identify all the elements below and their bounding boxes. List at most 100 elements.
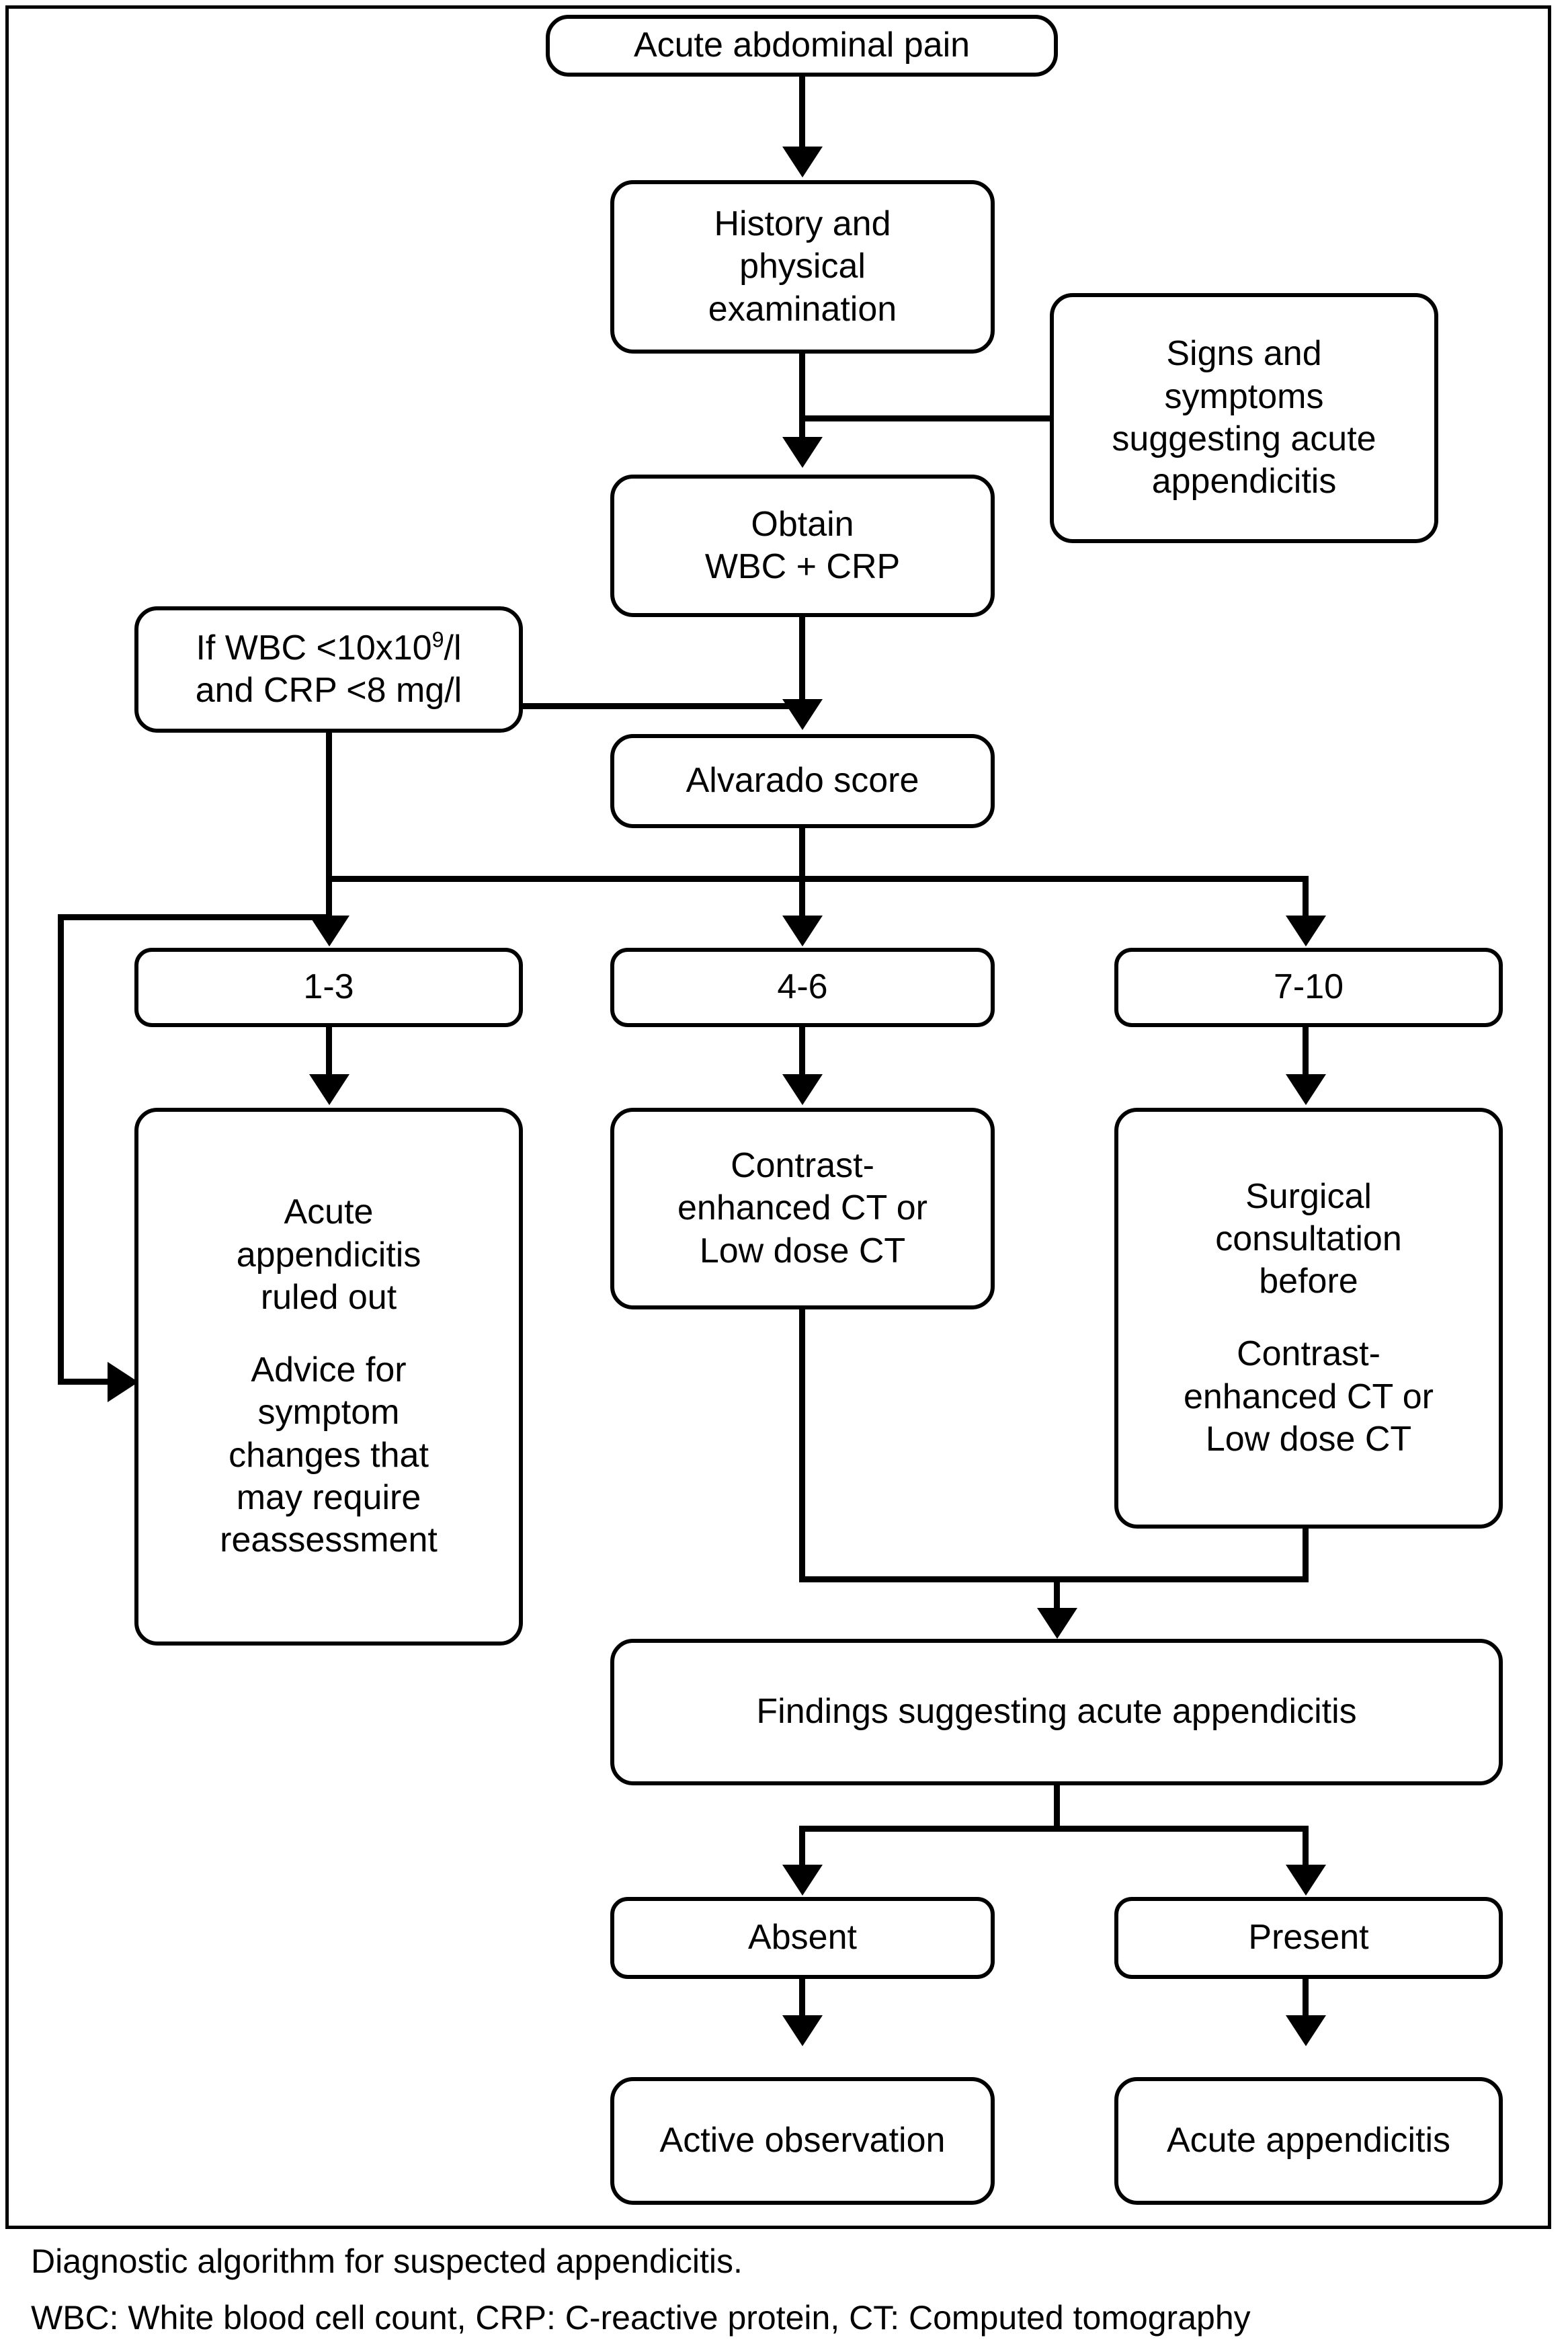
arrowhead-bus-to-absent — [782, 1865, 823, 1896]
arrowhead-absent-to-active-observation — [782, 2015, 823, 2046]
arrowhead-bus-to-score-7-10 — [1286, 916, 1326, 946]
node-line-2: physical — [739, 247, 866, 286]
connector-bus-to-score-4-6 — [799, 876, 805, 918]
caption-line-1: Diagnostic algorithm for suspected appen… — [31, 2242, 743, 2280]
node-line-6: Low dose CT — [1205, 1419, 1412, 1459]
arrowhead-score-4-6-to-ct — [782, 1074, 823, 1105]
arrowhead-present-to-acute-appendicitis — [1286, 2015, 1326, 2046]
caption-line-2: WBC: White blood cell count, CRP: C-reac… — [31, 2298, 1251, 2337]
node-line-7: may require — [236, 1477, 421, 1517]
node-line-6: changes that — [229, 1435, 429, 1475]
node-line-2: WBC + CRP — [704, 547, 901, 586]
node-label: Present — [1248, 1918, 1369, 1957]
node-label: Findings suggesting acute appendicitis — [756, 1692, 1357, 1732]
node-label: Active observation — [659, 2121, 946, 2160]
connector-alvarado-drop — [799, 827, 805, 879]
node-line-3: suggesting acute — [1112, 419, 1376, 458]
node-active-observation[interactable]: Active observation — [610, 2077, 995, 2205]
node-line-4: Advice for — [251, 1350, 407, 1389]
connector-threshold-left — [58, 914, 332, 920]
node-label: If WBC <10x109/l and CRP <8 mg/l — [138, 627, 519, 713]
connector-ct-mid-drop — [799, 1308, 805, 1581]
arrowhead-bus-to-score-4-6 — [782, 916, 823, 946]
connector-history-to-obtain — [799, 352, 805, 438]
arrowhead-obtain-to-alvarado — [782, 699, 823, 730]
node-present[interactable]: Present — [1114, 1897, 1503, 1979]
node-line-1: Surgical — [1245, 1176, 1372, 1216]
node-line-3: before — [1259, 1262, 1358, 1301]
node-line-8: reassessment — [220, 1521, 438, 1560]
node-line-3: Low dose CT — [699, 1231, 906, 1270]
node-line-3: examination — [708, 289, 897, 329]
connector-bus-to-score-7-10 — [1303, 876, 1309, 918]
connector-absent-to-active-observation — [799, 1978, 805, 2018]
node-line-1: Signs and — [1166, 334, 1322, 374]
arrowhead-threshold-into-ruled-out — [108, 1362, 138, 1402]
node-line-1: Obtain — [751, 504, 854, 544]
node-line-1: If WBC <10x109/l — [196, 629, 461, 667]
connector-threshold-to-obtain-link — [523, 703, 802, 709]
node-signs-and-symptoms[interactable]: Signs and symptoms suggesting acute appe… — [1050, 293, 1438, 543]
arrowhead-pain-to-history — [782, 147, 823, 177]
node-label: Surgical consultation before Contrast- e… — [1118, 1176, 1499, 1461]
node-label: History and physical examination — [614, 203, 991, 331]
node-wbc-crp-threshold[interactable]: If WBC <10x109/l and CRP <8 mg/l — [134, 606, 523, 733]
connector-findings-drop — [1054, 1784, 1060, 1830]
connector-score-1-3-to-ruled-out — [326, 1027, 332, 1077]
node-label: Signs and symptoms suggesting acute appe… — [1054, 333, 1434, 503]
node-line-2: enhanced CT or — [677, 1188, 927, 1228]
connector-merge-to-findings — [1054, 1576, 1060, 1611]
node-contrast-enhanced-ct-or-low-dose-ct[interactable]: Contrast- enhanced CT or Low dose CT — [610, 1108, 995, 1309]
node-obtain-wbc-crp[interactable]: Obtain WBC + CRP — [610, 475, 995, 617]
connector-bus-to-present — [1303, 1826, 1309, 1867]
connector-score-7-10-to-surgical — [1303, 1027, 1309, 1077]
node-score-7-10[interactable]: 7-10 — [1114, 948, 1503, 1027]
node-line-1: Contrast- — [731, 1145, 874, 1185]
connector-score-4-6-to-ct — [799, 1027, 805, 1077]
node-label: Acute appendicitis — [1166, 2121, 1451, 2160]
node-surgical-consultation-before-ct[interactable]: Surgical consultation before Contrast- e… — [1114, 1108, 1503, 1529]
node-acute-appendicitis-ruled-out[interactable]: Acute appendicitis ruled out Advice for … — [134, 1108, 523, 1646]
node-label: Absent — [748, 1918, 857, 1957]
node-absent[interactable]: Absent — [610, 1897, 995, 1979]
figure-caption: Diagnostic algorithm for suspected appen… — [31, 2242, 1536, 2350]
paragraph-gap — [148, 1319, 509, 1348]
connector-threshold-down-left-rail — [58, 914, 64, 1385]
wbc-threshold-suffix: /l — [444, 628, 462, 667]
node-findings-suggesting-acute-appendicitis[interactable]: Findings suggesting acute appendicitis — [610, 1639, 1503, 1785]
node-line-5: symptom — [257, 1393, 400, 1432]
connector-threshold-into-ruled-out — [58, 1379, 118, 1385]
connector-surgical-drop — [1303, 1527, 1309, 1581]
arrowhead-bus-to-score-1-3 — [309, 916, 349, 946]
node-label: Obtain WBC + CRP — [614, 503, 991, 589]
node-history-and-physical-examination[interactable]: History and physical examination — [610, 180, 995, 354]
node-acute-appendicitis[interactable]: Acute appendicitis — [1114, 2077, 1503, 2205]
connector-signs-to-obtain — [799, 415, 1052, 421]
node-line-2: appendicitis — [236, 1235, 421, 1274]
connector-bus-to-absent — [799, 1826, 805, 1867]
arrowhead-bus-to-present — [1286, 1865, 1326, 1896]
connector-obtain-to-alvarado — [799, 616, 805, 700]
node-line-1: History and — [714, 204, 891, 243]
node-line-3: ruled out — [260, 1278, 397, 1318]
node-line-4: Contrast- — [1237, 1334, 1380, 1374]
node-label: 4-6 — [777, 967, 828, 1007]
wbc-threshold-prefix: If WBC <10x10 — [196, 628, 432, 667]
connector-findings-bus — [799, 1826, 1309, 1832]
node-acute-abdominal-pain[interactable]: Acute abdominal pain — [546, 15, 1058, 77]
node-line-2: symptoms — [1164, 376, 1324, 416]
node-label: 7-10 — [1273, 967, 1344, 1007]
node-line-2: and CRP <8 mg/l — [195, 671, 462, 710]
connector-present-to-acute-appendicitis — [1303, 1978, 1309, 2018]
node-label: Contrast- enhanced CT or Low dose CT — [614, 1145, 991, 1272]
node-score-1-3[interactable]: 1-3 — [134, 948, 523, 1027]
arrowhead-score-1-3-to-ruled-out — [309, 1074, 349, 1105]
paragraph-gap — [1128, 1303, 1489, 1333]
node-alvarado-score[interactable]: Alvarado score — [610, 734, 995, 828]
node-score-4-6[interactable]: 4-6 — [610, 948, 995, 1027]
node-label: 1-3 — [303, 967, 354, 1007]
node-label: Acute abdominal pain — [633, 26, 971, 65]
connector-pain-to-history — [799, 74, 805, 148]
node-line-1: Acute — [284, 1192, 374, 1232]
